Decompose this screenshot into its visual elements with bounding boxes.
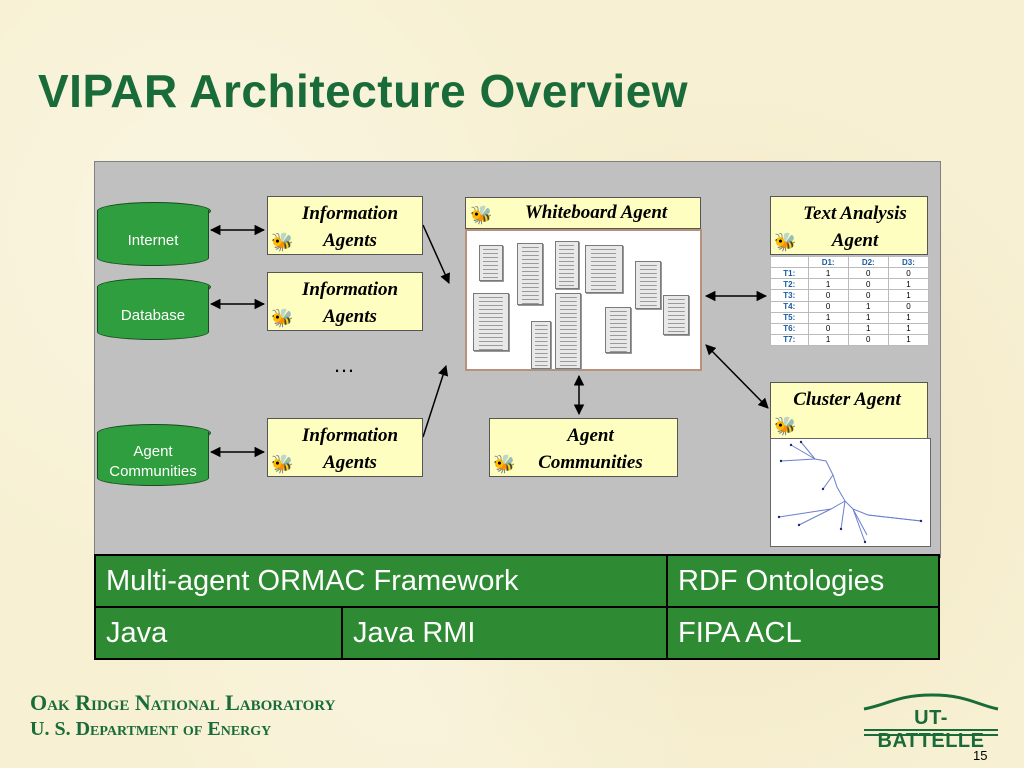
matrix-cell: 1 xyxy=(887,333,930,347)
matrix-row: T3: 0 0 1 xyxy=(770,289,930,302)
document-icon xyxy=(635,261,661,309)
matrix-cell: 1 xyxy=(887,322,930,335)
cluster-agent-label: Cluster Agent xyxy=(793,389,901,410)
term-document-matrix: D1: D2: D3: T1: 1 0 0 T2: 1 0 1 T3: 0 0 … xyxy=(770,255,930,347)
text-analysis-agent: 🐝 Text Analysis Agent xyxy=(770,196,928,255)
matrix-row-label: T5: xyxy=(770,311,809,324)
matrix-header-cell: D2: xyxy=(847,255,889,269)
information-agents-3: 🐝 Information Agents xyxy=(267,418,423,477)
document-icon xyxy=(479,245,503,281)
matrix-cell: 1 xyxy=(887,278,930,291)
matrix-cell: 1 xyxy=(807,311,849,324)
internet-label: Internet xyxy=(97,210,209,266)
whiteboard-agent-label: Whiteboard Agent xyxy=(524,202,668,223)
matrix-cell: 0 xyxy=(887,267,930,280)
information-agents-2: 🐝 Information Agents xyxy=(267,272,423,331)
matrix-row-label: T4: xyxy=(770,300,809,313)
ormac-framework-cell: Multi-agent ORMAC Framework xyxy=(94,554,668,608)
matrix-row: T4: 0 1 0 xyxy=(770,300,930,313)
matrix-cell: 0 xyxy=(847,267,889,280)
agent-communities-source: Agent Communities xyxy=(97,424,211,486)
doe-name: U. S. Department of Energy xyxy=(30,718,272,740)
agent-figure-icon: 🐝 xyxy=(493,454,516,474)
matrix-cell: 0 xyxy=(847,333,889,347)
document-icon xyxy=(517,243,543,305)
matrix-row-label: T2: xyxy=(770,278,809,291)
matrix-cell: 0 xyxy=(807,289,849,302)
document-icon xyxy=(555,293,581,369)
agent-figure-icon: 🐝 xyxy=(470,205,493,225)
matrix-cell: 1 xyxy=(847,300,889,313)
document-icon xyxy=(663,295,689,335)
matrix-header-cell: D1: xyxy=(807,255,849,269)
text-analysis-agent-label: Text Analysis Agent xyxy=(803,203,907,251)
cluster-agent: 🐝 Cluster Agent xyxy=(770,382,928,439)
matrix-row: T1: 1 0 0 xyxy=(770,267,930,280)
agent-figure-icon: 🐝 xyxy=(774,232,797,252)
information-agents-1-label: Information Agents xyxy=(301,203,399,251)
matrix-cell: 1 xyxy=(807,267,849,280)
cluster-tree-image xyxy=(770,438,931,547)
document-icon xyxy=(585,245,623,293)
matrix-row-label: T6: xyxy=(770,322,809,335)
slide-title: VIPAR Architecture Overview xyxy=(38,65,689,117)
matrix-header-cell xyxy=(770,255,809,269)
matrix-cell: 1 xyxy=(847,311,889,324)
matrix-cell: 0 xyxy=(807,322,849,335)
whiteboard-agent: 🐝 Whiteboard Agent xyxy=(465,197,701,229)
ut-battelle-arc-icon xyxy=(863,693,999,736)
matrix-cell: 1 xyxy=(887,289,930,302)
agent-figure-icon: 🐝 xyxy=(271,308,294,328)
database-label: Database xyxy=(97,286,209,340)
agent-communities-source-label: Agent Communities xyxy=(97,432,209,486)
ut-battelle-logo: UT-BATTELLE xyxy=(862,693,1000,752)
matrix-header-cell: D3: xyxy=(887,255,930,269)
information-agents-2-label: Information Agents xyxy=(301,279,399,327)
agent-figure-icon: 🐝 xyxy=(271,232,294,252)
rdf-ontologies-cell: RDF Ontologies xyxy=(666,554,940,608)
more-agents-ellipsis: … xyxy=(333,352,358,377)
document-icon xyxy=(531,321,551,369)
whiteboard-documents xyxy=(465,229,702,371)
agent-communities: 🐝 Agent Communities xyxy=(489,418,678,477)
matrix-cell: 1 xyxy=(807,278,849,291)
matrix-row-label: T3: xyxy=(770,289,809,302)
internet-source: Internet xyxy=(97,202,211,266)
java-rmi-cell: Java RMI xyxy=(341,606,668,660)
matrix-row: T2: 1 0 1 xyxy=(770,278,930,291)
database-source: Database xyxy=(97,278,211,340)
matrix-cell: 1 xyxy=(887,311,930,324)
framework-stack: Multi-agent ORMAC Framework RDF Ontologi… xyxy=(94,554,940,660)
document-icon xyxy=(555,241,579,289)
information-agents-3-label: Information Agents xyxy=(301,425,399,473)
matrix-cell: 0 xyxy=(847,289,889,302)
information-agents-1: 🐝 Information Agents xyxy=(267,196,423,255)
matrix-row: T7: 1 0 1 xyxy=(770,333,930,347)
matrix-cell: 0 xyxy=(847,278,889,291)
agent-figure-icon: 🐝 xyxy=(774,416,797,436)
document-icon xyxy=(473,293,509,351)
matrix-cell: 1 xyxy=(847,322,889,335)
cluster-tree-icon xyxy=(777,440,923,544)
matrix-row-label: T7: xyxy=(770,333,809,347)
document-icon xyxy=(605,307,631,353)
agent-figure-icon: 🐝 xyxy=(271,454,294,474)
matrix-row-label: T1: xyxy=(770,267,809,280)
agent-communities-label: Agent Communities xyxy=(538,425,643,473)
matrix-cell: 0 xyxy=(887,300,930,313)
matrix-row: T6: 0 1 1 xyxy=(770,322,930,335)
matrix-row: T5: 1 1 1 xyxy=(770,311,930,324)
ut-battelle-text: UT-BATTELLE xyxy=(877,707,985,752)
ornl-footer: Oak Ridge National Laboratory U. S. Depa… xyxy=(30,690,335,742)
matrix-cell: 1 xyxy=(807,333,849,347)
page-number: 15 xyxy=(973,748,988,763)
matrix-cell: 0 xyxy=(807,300,849,313)
java-cell: Java xyxy=(94,606,343,660)
fipa-acl-cell: FIPA ACL xyxy=(666,606,940,660)
ornl-name: Oak Ridge National Laboratory xyxy=(30,690,336,715)
